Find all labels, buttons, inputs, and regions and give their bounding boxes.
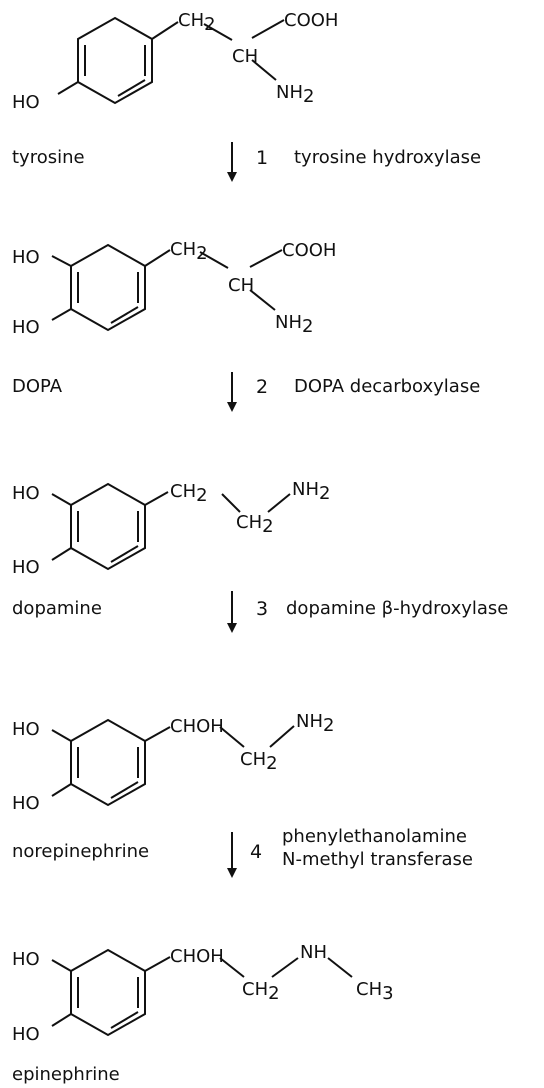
epinephrine-structure [51,948,353,1037]
bond [221,493,241,513]
atom-label: NH2 [292,479,330,504]
compound-name-dopamine: dopamine [12,598,102,619]
compound-name-tyrosine: tyrosine [12,147,85,168]
atom-label: NH2 [296,711,334,736]
atom-label: HO [12,1024,40,1045]
atom-label: CH3 [356,979,394,1004]
bond [51,959,72,972]
tyrosine-structure [57,16,285,105]
atom-label: HO [12,793,40,814]
dopamine-structure [51,482,291,571]
bond [51,1013,72,1027]
dopamine-labels: HO HO CH2 CH2 NH2 [12,479,330,578]
bond [51,547,72,561]
bond [144,491,169,506]
bond [251,19,285,39]
bond [249,289,276,311]
atom-label: CH2 [242,979,280,1004]
enzyme-label-4a: phenylethanolamine [282,826,468,847]
benzene-ring [70,948,146,1037]
bond [151,21,179,40]
bond [249,249,283,268]
bond [51,308,72,321]
bond [51,493,72,506]
benzene-ring [77,16,153,105]
bond [51,255,72,267]
bond [219,957,245,978]
atom-label: NH2 [275,312,313,337]
bond [51,783,72,797]
bond [269,725,295,748]
atom-label: CHOH [170,716,224,737]
atom-label: CH [228,275,254,296]
atom-label: NH2 [276,82,314,107]
step-number-4: 4 [250,841,263,863]
bond [57,81,79,95]
step-number-2: 2 [256,376,269,398]
norepinephrine-labels: HO HO CHOH CH2 NH2 [12,711,334,814]
double-bond [110,781,139,799]
atom-label: HO [12,719,40,740]
atom-label: COOH [282,240,336,261]
step-number-3: 3 [256,598,269,620]
norepinephrine-structure [51,718,295,807]
dopa-labels: HO HO CH2 CH COOH NH2 [12,239,336,338]
atom-label: HO [12,483,40,504]
bond [144,249,171,267]
double-bond [110,545,139,563]
atom-label: HO [12,557,40,578]
atom-label: CH2 [178,10,216,35]
arrow-step-4 [227,832,237,878]
bond [271,957,299,978]
atom-label: HO [12,949,40,970]
enzyme-label-4b: N-methyl transferase [282,849,473,870]
bond [199,251,229,269]
arrow-step-3 [227,591,237,633]
double-bond [117,79,146,97]
bond [267,493,291,513]
bond [203,23,233,41]
enzyme-label-3: dopamine β-hydroxylase [286,598,509,619]
step-number-1: 1 [256,147,269,169]
benzene-ring [70,482,146,571]
enzyme-label-1: tyrosine hydroxylase [294,147,482,168]
bond [144,956,171,972]
bond [327,957,353,978]
enzyme-label-2: DOPA decarboxylase [294,376,481,397]
atom-label: CH2 [240,749,278,774]
atom-label: HO [12,247,40,268]
atom-label: CH2 [170,481,208,506]
compound-name-dopa: DOPA [12,376,63,397]
compound-name-norepinephrine: norepinephrine [12,841,150,862]
atom-label: CH2 [170,239,208,264]
atom-label: HO [12,317,40,338]
atom-label: CH [232,46,258,67]
double-bond [110,306,139,324]
arrow-step-2 [227,372,237,412]
double-bond [110,1011,139,1029]
bond [51,729,72,742]
bond [144,726,171,742]
compound-name-epinephrine: epinephrine [12,1064,120,1085]
bond [251,59,277,81]
atom-label: HO [12,92,40,113]
arrow-step-1 [227,142,237,182]
reaction-arrows [227,142,237,878]
dopa-structure [51,243,283,332]
atom-label: CH2 [236,512,274,537]
atom-label: NH [300,942,327,963]
atom-label: COOH [284,10,338,31]
bond [219,726,245,748]
benzene-ring [70,718,146,807]
epinephrine-labels: HO HO CHOH CH2 NH CH3 [12,942,394,1045]
atom-label: CHOH [170,946,224,967]
tyrosine-labels: HO CH2 CH COOH NH2 [12,10,338,113]
benzene-ring [70,243,146,332]
